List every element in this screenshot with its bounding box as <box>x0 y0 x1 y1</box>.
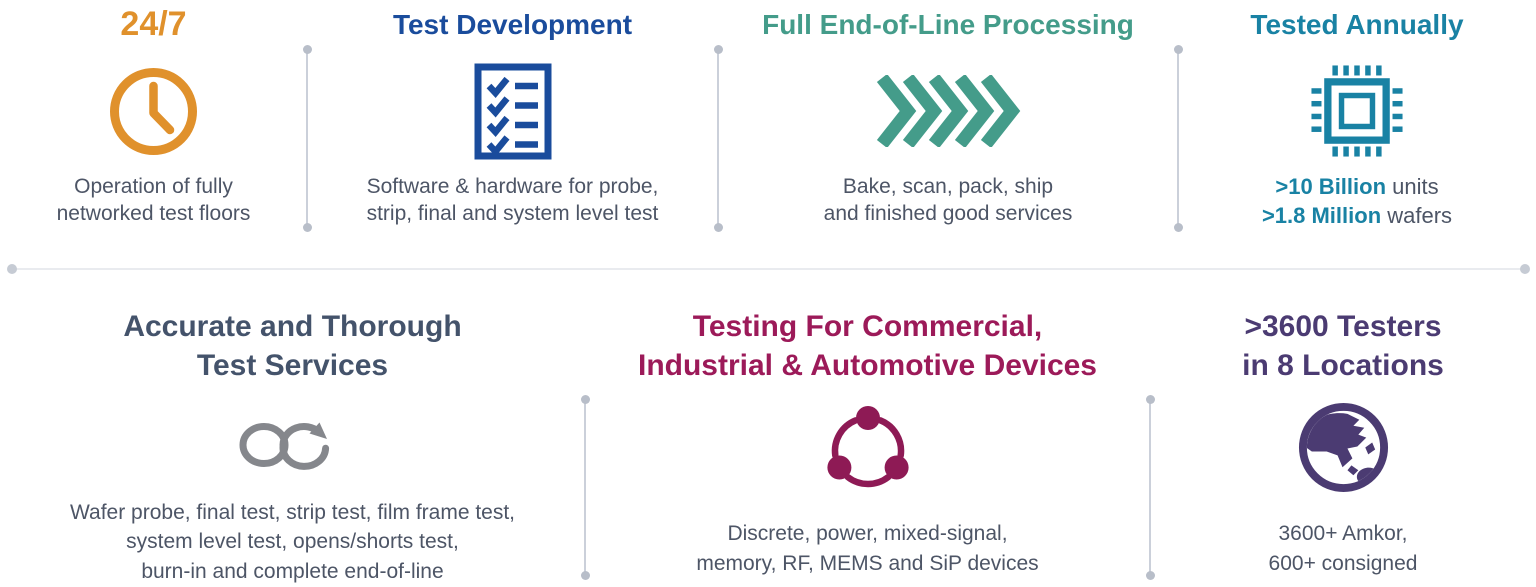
vertical-divider <box>1173 45 1183 232</box>
title-line: Industrial & Automotive Devices <box>638 349 1097 382</box>
desc-line: Software & hardware for probe, <box>366 175 659 199</box>
feature-end-of-line: Full End-of-Line Processing Bake, scan, … <box>718 0 1178 262</box>
desc-line: networked test floors <box>56 202 251 226</box>
chevrons-icon <box>875 57 1021 165</box>
infinity-arrow-icon <box>238 397 348 490</box>
stat-unit: wafers <box>1381 202 1453 228</box>
desc-line: system level test, opens/shorts test, <box>126 530 459 554</box>
feature-description: Software & hardware for probe, strip, fi… <box>367 173 659 228</box>
feature-description: Discrete, power, mixed-signal, memory, R… <box>696 519 1038 579</box>
feature-description: Wafer probe, final test, strip test, fil… <box>70 498 515 587</box>
stat-line: >1.8 Million wafers <box>1262 203 1452 228</box>
vertical-divider <box>1145 395 1155 580</box>
title-line: Accurate and Thorough <box>123 310 462 343</box>
feature-description: Operation of fully networked test floors <box>57 173 251 228</box>
stat-line: >10 Billion units <box>1275 174 1438 199</box>
feature-testers-locations: >3600 Testers in 8 Locations 3600+ Amkor… <box>1150 295 1536 587</box>
feature-title: Test Development <box>392 9 633 40</box>
desc-line: 600+ consigned <box>1268 551 1418 575</box>
feature-description: 3600+ Amkor, 600+ consigned <box>1269 519 1418 579</box>
stat-value: >1.8 Million <box>1261 202 1382 228</box>
feature-description: Bake, scan, pack, ship and finished good… <box>824 173 1073 228</box>
desc-line: Bake, scan, pack, ship <box>842 175 1054 199</box>
annual-stats: >10 Billion units >1.8 Million wafers <box>1262 173 1452 230</box>
title-line: >3600 Testers <box>1244 310 1442 343</box>
desc-line: Operation of fully <box>74 175 233 199</box>
title-line: Testing For Commercial, <box>692 310 1043 343</box>
vertical-divider <box>302 45 312 232</box>
share-nodes-icon <box>820 397 916 497</box>
clock-icon <box>106 57 201 165</box>
feature-title: Full End-of-Line Processing <box>762 9 1134 40</box>
desc-line: burn-in and complete end-of-line <box>141 560 444 584</box>
chip-icon <box>1306 57 1408 165</box>
feature-24-7: 24/7 Operation of fully networked test f… <box>0 0 307 262</box>
feature-title: Tested Annually <box>1250 9 1464 40</box>
feature-test-development: Test Development Software & hardware for… <box>307 0 718 262</box>
desc-line: and finished good services <box>823 202 1073 226</box>
vertical-divider <box>713 45 723 232</box>
stat-value: >10 Billion <box>1275 174 1387 200</box>
title-line: Test Services <box>196 349 389 382</box>
feature-title: 24/7 <box>120 5 187 43</box>
feature-title: Testing For Commercial, Industrial & Aut… <box>638 307 1097 385</box>
desc-line: Discrete, power, mixed-signal, <box>727 522 1008 545</box>
feature-device-testing: Testing For Commercial, Industrial & Aut… <box>585 295 1150 587</box>
vertical-divider <box>580 395 590 580</box>
feature-title: Accurate and Thorough Test Services <box>123 307 461 385</box>
desc-line: Wafer probe, final test, strip test, fil… <box>69 500 516 524</box>
desc-line: strip, final and system level test <box>366 202 659 226</box>
horizontal-divider <box>7 264 1530 274</box>
globe-asia-icon <box>1296 397 1391 497</box>
stat-unit: units <box>1386 174 1439 200</box>
feature-test-services: Accurate and Thorough Test Services Wafe… <box>0 295 585 587</box>
desc-line: memory, RF, MEMS and SiP devices <box>696 551 1039 575</box>
desc-line: 3600+ Amkor, <box>1278 522 1408 545</box>
feature-tested-annually: Tested Annually >10 Billion units >1.8 M… <box>1178 0 1536 262</box>
title-line: in 8 Locations <box>1242 349 1444 382</box>
feature-title: >3600 Testers in 8 Locations <box>1242 307 1444 385</box>
checklist-icon <box>474 57 552 165</box>
